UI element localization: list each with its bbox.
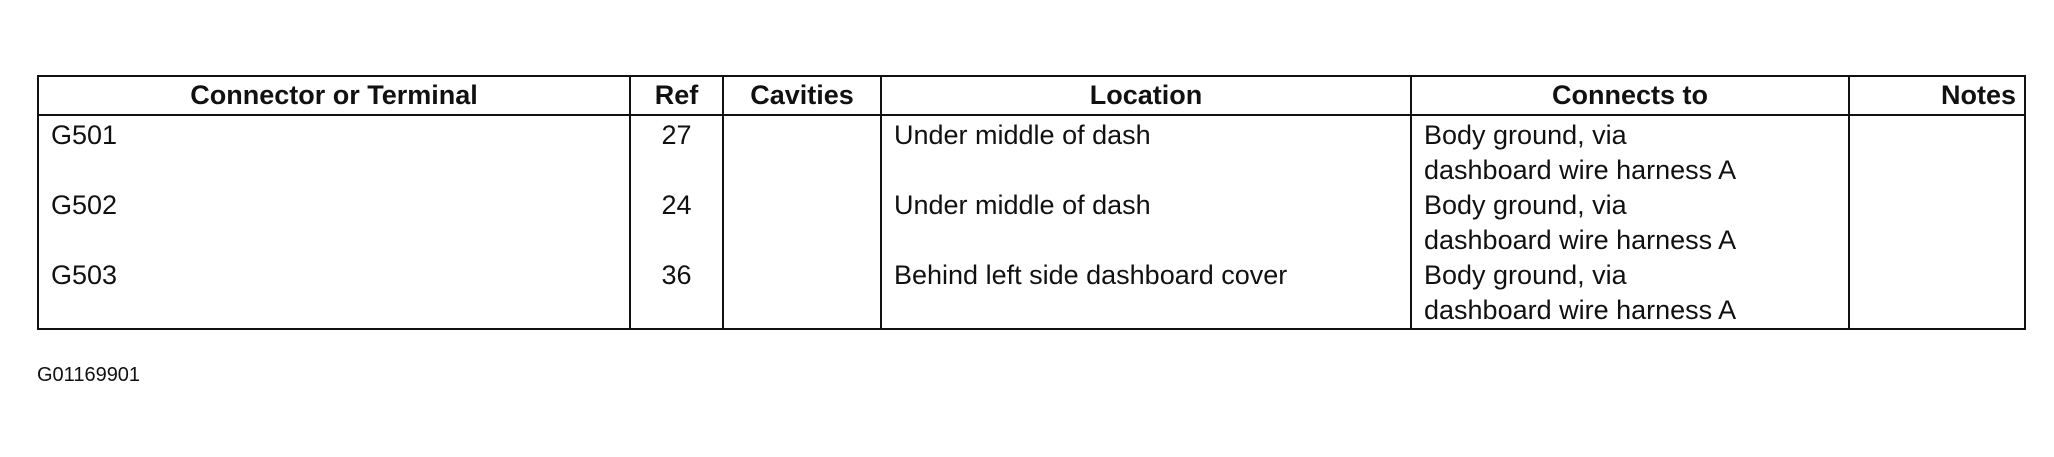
cell-ref: 36 <box>629 258 723 329</box>
header-connector-or-terminal: Connector or Terminal <box>38 76 630 116</box>
cell-ref: 24 <box>629 188 723 258</box>
cell-connects-to: Body ground, via dashboard wire harness … <box>1410 188 1849 258</box>
table-header-row: Connector or Terminal Ref Cavities Locat… <box>38 76 2025 116</box>
cell-notes <box>1848 258 2025 329</box>
cell-connector: G501 <box>51 120 118 150</box>
cell-notes <box>1848 115 2025 188</box>
header-notes: Notes <box>1848 76 2025 116</box>
cell-connector: G502 <box>51 190 118 220</box>
header-connects-to: Connects to <box>1410 76 1849 116</box>
table-row: G501 27 Under middle of dash Body ground… <box>38 115 2025 188</box>
cell-connects-to: Body ground, via dashboard wire harness … <box>1410 258 1849 329</box>
cell-location: Behind left side dashboard cover <box>880 258 1411 329</box>
cell-cavities <box>722 115 881 188</box>
cell-location: Under middle of dash <box>880 188 1411 258</box>
cell-cavities <box>722 188 881 258</box>
cell-location: Under middle of dash <box>880 115 1411 188</box>
cell-connector: G503 <box>51 260 118 290</box>
table-row: G503 36 Behind left side dashboard cover… <box>38 258 2025 329</box>
cell-connects-to: Body ground, via dashboard wire harness … <box>1410 115 1849 188</box>
header-location: Location <box>880 76 1411 116</box>
cell-notes <box>1848 188 2025 258</box>
connector-table-container: Connector or Terminal Ref Cavities Locat… <box>37 75 2026 330</box>
cell-ref: 27 <box>629 115 723 188</box>
figure-id-label: G01169901 <box>37 364 141 386</box>
header-ref: Ref <box>629 76 723 116</box>
table-row: G502 24 Under middle of dash Body ground… <box>38 188 2025 258</box>
cell-cavities <box>722 258 881 329</box>
connector-table: Connector or Terminal Ref Cavities Locat… <box>37 75 2026 330</box>
header-cavities: Cavities <box>722 76 881 116</box>
